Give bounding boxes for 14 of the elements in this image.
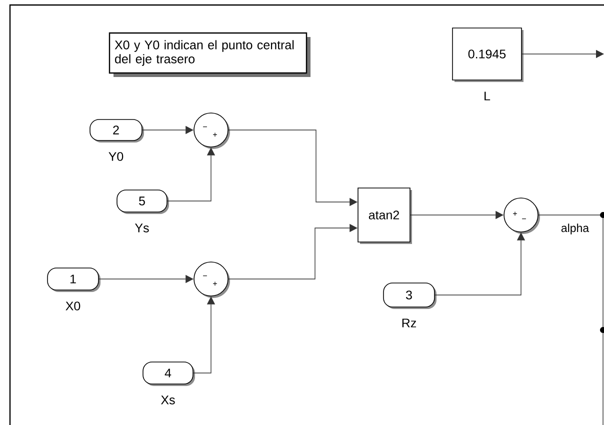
block-label: Y0 (108, 152, 124, 161)
block-label: X0 (66, 302, 80, 310)
block-label: Rz (402, 318, 416, 328)
block-label: L (484, 92, 490, 100)
signal-line (538, 214, 604, 425)
sum-block: + − (504, 198, 540, 234)
function-block: atan2 (358, 188, 412, 244)
sum-block: − + (194, 112, 230, 149)
block-label: Xs (161, 396, 175, 404)
note-box: X0 y Y0 indican el punto central del eje trasero (108, 32, 310, 77)
sum-block: − + (194, 262, 230, 298)
block-label: Ys (135, 224, 149, 232)
inport-block: 3 (383, 282, 436, 309)
signal-label: alpha (560, 222, 590, 236)
